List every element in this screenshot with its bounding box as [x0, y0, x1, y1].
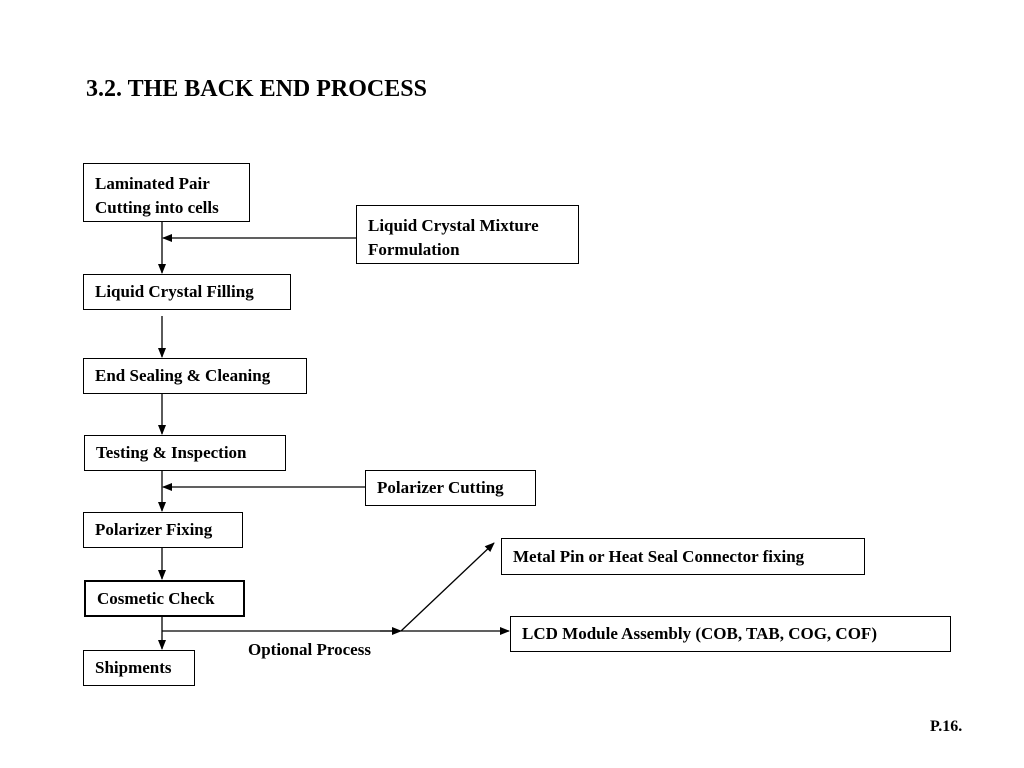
node-laminated-pair: Laminated Pair Cutting into cells — [83, 163, 250, 222]
node-laminated-pair-line2: Cutting into cells — [95, 198, 219, 217]
node-lc-mixture: Liquid Crystal Mixture Formulation — [356, 205, 579, 264]
optional-process-label: Optional Process — [248, 640, 371, 659]
page-number: P.16. — [930, 718, 963, 735]
node-lc-mixture-line2: Formulation — [368, 240, 460, 259]
node-testing: Testing & Inspection — [84, 435, 286, 471]
node-cosmetic-check: Cosmetic Check — [84, 580, 245, 617]
node-lcd-module: LCD Module Assembly (COB, TAB, COG, COF) — [510, 616, 951, 652]
node-lc-filling: Liquid Crystal Filling — [83, 274, 291, 310]
node-end-sealing: End Sealing & Cleaning — [83, 358, 307, 394]
node-shipments: Shipments — [83, 650, 195, 686]
node-polarizer-fixing: Polarizer Fixing — [83, 512, 243, 548]
node-laminated-pair-line1: Laminated Pair — [95, 174, 210, 193]
page-title: 3.2. THE BACK END PROCESS — [86, 76, 427, 102]
arrow-branch-to-metal-pin — [400, 542, 495, 632]
node-metal-pin: Metal Pin or Heat Seal Connector fixing — [501, 538, 865, 575]
node-polarizer-cutting: Polarizer Cutting — [365, 470, 536, 506]
node-lc-mixture-line1: Liquid Crystal Mixture — [368, 216, 539, 235]
